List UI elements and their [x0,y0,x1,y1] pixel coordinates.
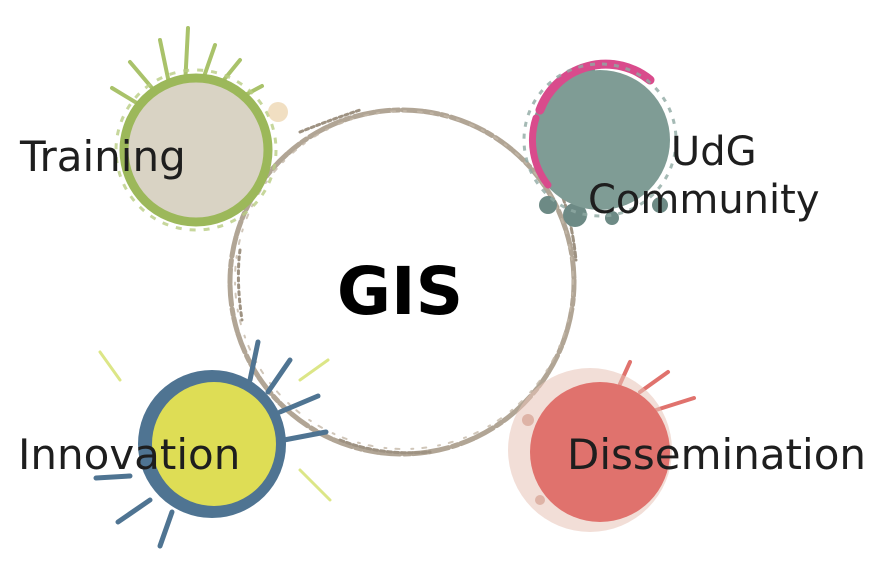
center-label: GIS [336,253,464,330]
dissemination-label: Dissemination [567,430,867,479]
central-loop [227,107,578,457]
innovation-splash-light [98,350,332,502]
community-label-line2: Community [588,177,820,223]
community-label: UdG Community [588,128,820,224]
training-node [110,26,288,232]
innovation-node [93,339,332,549]
community-node [522,59,678,227]
community-label-line1: UdG [670,129,757,175]
dissemination-node [508,360,696,532]
innovation-label: Innovation [18,430,241,479]
innovation-splash [93,339,329,549]
training-label: Training [20,132,186,181]
